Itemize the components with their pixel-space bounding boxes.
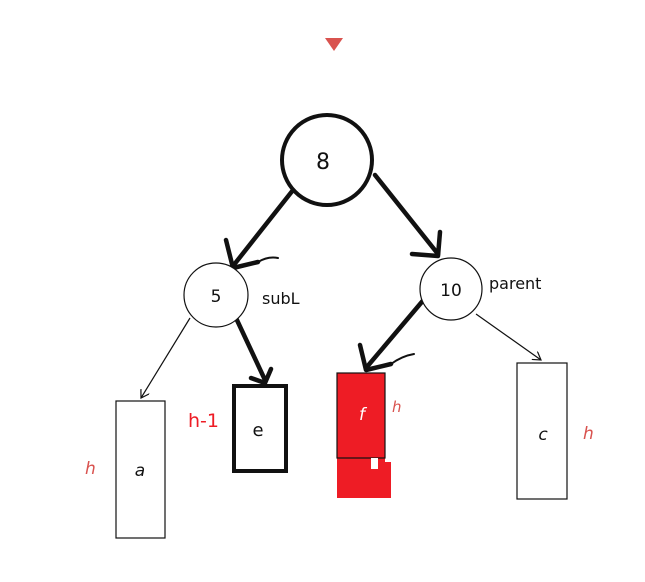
tree-node-right: 10 <box>419 257 483 321</box>
subtree-label: c <box>538 425 548 445</box>
tree-node-left: 5 <box>183 262 249 328</box>
edge-right-to-f <box>357 294 429 373</box>
edge-left-to-a <box>141 317 191 398</box>
subtree-c: c <box>516 362 568 500</box>
subtree-label: e <box>252 420 263 441</box>
subtree-e: e <box>232 384 288 473</box>
node-label: 8 <box>316 150 330 175</box>
edge-root-to-left <box>223 182 300 271</box>
edge-root-to-right <box>372 172 443 259</box>
edge-right-to-c <box>475 313 541 360</box>
subtree-a: a <box>115 400 166 539</box>
node-label: 10 <box>440 281 462 301</box>
subtree-c-height: h <box>583 424 594 444</box>
subtree-label: a <box>135 461 145 481</box>
subtree-f: f <box>336 372 391 498</box>
rotation-marker-icon <box>325 38 343 51</box>
tree-node-root: 8 <box>280 113 374 207</box>
subtree-a-height: h <box>85 459 96 479</box>
subtree-e-height: h-1 <box>188 410 219 432</box>
subtree-f-height: h <box>392 398 402 416</box>
parent-label: parent <box>489 274 541 293</box>
subtree-label: f <box>359 405 368 425</box>
node-label: 5 <box>211 287 222 307</box>
edge-left-to-e <box>233 315 274 386</box>
subl-label: subL <box>262 289 300 308</box>
